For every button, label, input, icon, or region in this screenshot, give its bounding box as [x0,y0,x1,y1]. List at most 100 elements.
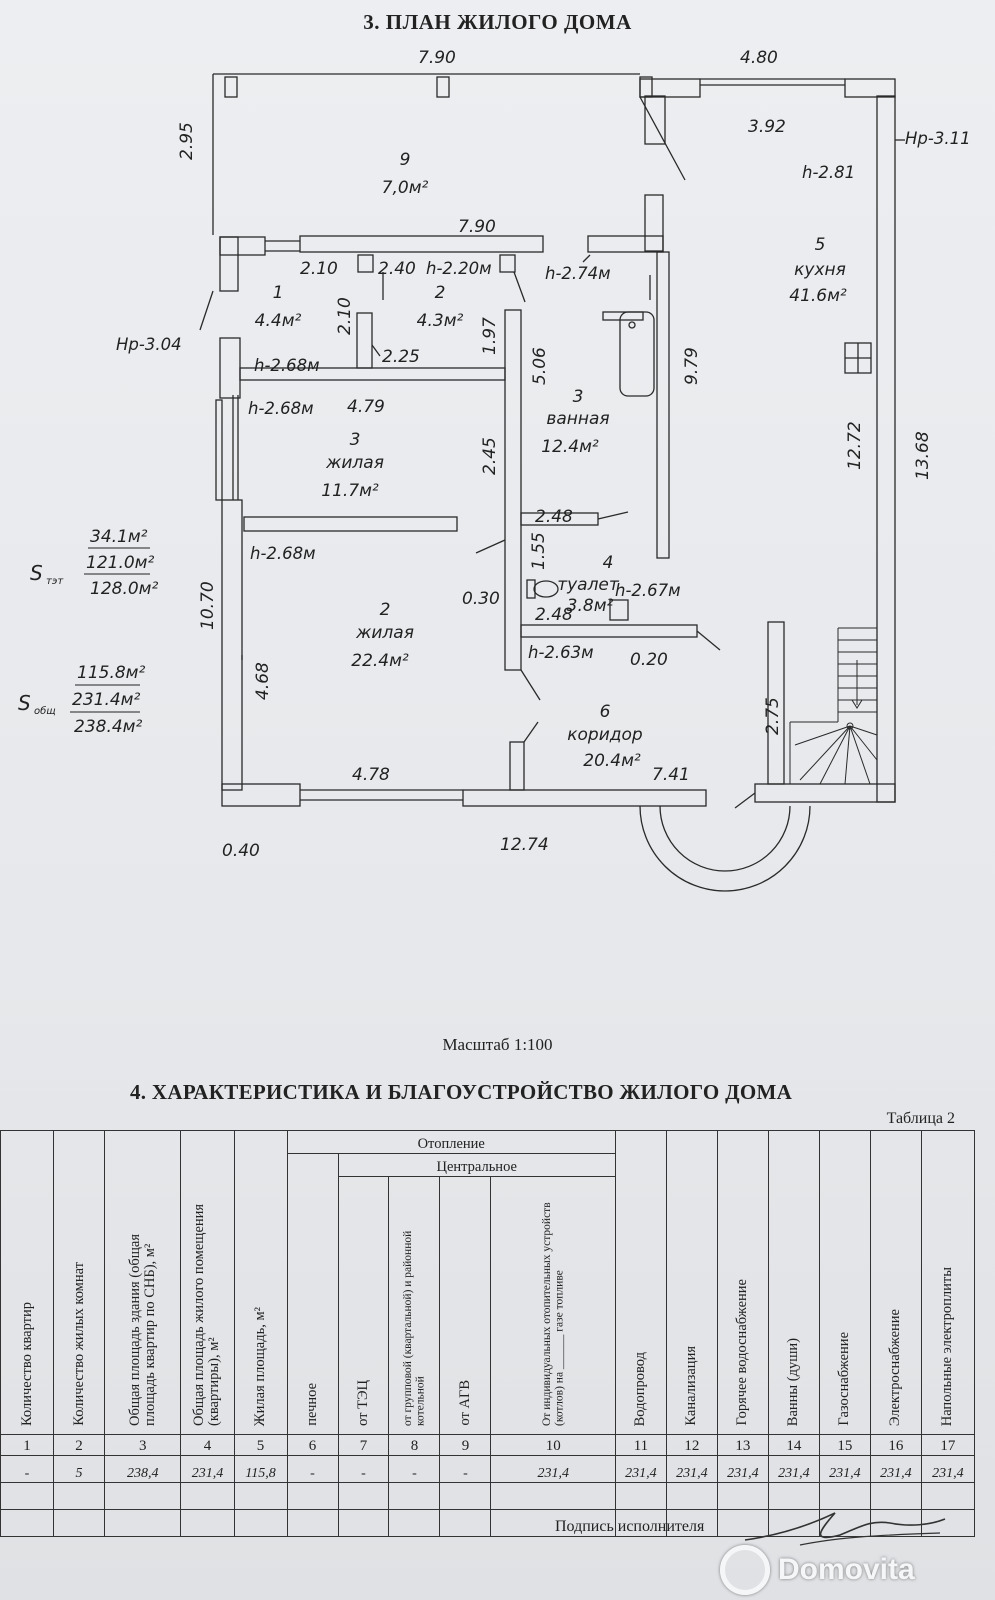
dim-text: 2.25 [382,347,420,367]
characteristics-table: Количество квартир Количество жилых комн… [0,1130,976,1537]
svg-text:238.4м²: 238.4м² [74,717,142,737]
col-header: Напольные электроплиты [939,1266,956,1426]
col-header: Общая площадь жилого помещения (квартиры… [191,1203,223,1426]
room-corridor: 6 коридор 20.4м² [567,702,643,771]
svg-text:жилая: жилая [355,623,414,643]
col-header: Количество квартир [18,1301,35,1426]
dim-text: 1.55 [529,532,549,570]
area-summary-obsh: S общ 115.8м² 231.4м² 238.4м² [18,663,145,737]
dim-text: 0.30 [462,589,500,609]
svg-text:кухня: кухня [794,260,846,280]
signature-scribble [744,1512,946,1546]
col-header: Горячее водоснабжение [734,1279,751,1426]
dim-text: 2.45 [480,437,500,475]
dim-text: 4.79 [347,397,385,417]
svg-text:41.6м²: 41.6м² [789,286,847,306]
height-label: h-2.20м [426,259,492,278]
col-header: Водопровод [632,1351,649,1426]
svg-text:общ: общ [34,705,56,717]
svg-text:22.4м²: 22.4м² [351,651,409,671]
svg-text:5: 5 [815,235,826,255]
plan-title: 3. ПЛАН ЖИЛОГО ДОМА [363,10,632,34]
svg-text:тэт: тэт [46,576,64,587]
col-header: от групповой (квартальной) и районной ко… [401,1230,427,1426]
dim-text: 0.20 [630,650,668,670]
dim-text: 4.80 [740,48,778,68]
height-label: h-2.63м [528,643,594,662]
dim-text: 5.06 [530,347,550,385]
dim-text: 12.72 [845,421,865,470]
section-title: 4. ХАРАКТЕРИСТИКА И БЛАГОУСТРОЙСТВО ЖИЛО… [130,1080,793,1104]
room-living-2: 2 жилая 22.4м² [351,600,414,671]
plan-scale: Масштаб 1:100 [442,1035,553,1054]
svg-text:34.1м²: 34.1м² [90,527,148,547]
dim-text: 4.68 [253,662,273,700]
height-label: Нр-3.04 [116,335,182,354]
col-header: Количество жилых комнат [70,1262,87,1426]
svg-text:115.8м²: 115.8м² [77,663,145,683]
dim-text: 2.75 [763,697,783,735]
watermark-logo-icon [720,1545,770,1595]
svg-text:6: 6 [600,702,611,722]
height-label: h-2.74м [545,264,611,283]
signature-label: Подпись исполнителя [555,1518,705,1535]
col-header: от ТЭЦ [354,1380,371,1426]
svg-text:коридор: коридор [567,725,643,745]
room-1: 1 4.4м² [255,283,302,331]
dim-text: 4.78 [352,765,390,785]
svg-text:S: S [30,561,43,585]
dim-text: 10.70 [198,581,218,630]
col-header: Электроснабжение [887,1308,904,1426]
svg-text:жилая: жилая [325,453,384,473]
room-living-3: 3 жилая 11.7м² [321,430,384,501]
col-header: от АГВ [456,1380,473,1426]
svg-text:2: 2 [435,283,446,303]
watermark: Domovita [720,1545,980,1595]
dim-text: 2.95 [177,122,197,160]
height-label: h-2.68м [248,399,314,418]
svg-text:11.7м²: 11.7м² [321,481,379,501]
group-heating: Отопление [286,1130,616,1154]
dim-text: 2.10 [300,259,338,279]
height-label: h-2.68м [254,356,320,375]
dim-text: 2.40 [378,259,416,279]
dim-text: 0.40 [222,841,260,861]
svg-text:1: 1 [273,283,284,303]
dim-text: 3.92 [748,117,786,137]
dim-text: 7.90 [418,48,456,68]
room-kitchen: 5 кухня 41.6м² [789,235,847,306]
svg-text:128.0м²: 128.0м² [90,579,158,599]
svg-text:3: 3 [573,387,584,407]
col-header: Общая площадь здания (общая площадь квар… [126,1233,158,1426]
svg-text:туалет: туалет [557,575,620,595]
svg-text:4: 4 [603,553,614,573]
watermark-text: Domovita [778,1553,915,1586]
height-label: h-2.67м [615,581,681,600]
table-label: Таблица 2 [886,1110,955,1127]
col-header: печное [304,1383,320,1426]
dim-text: 1.97 [480,317,500,355]
dim-text: 2.48 [535,507,573,527]
group-central: Центральное [337,1153,616,1177]
room-bathroom: 3 ванная 12.4м² [541,387,609,457]
room-9: 9 7,0м² [382,150,429,198]
floor-plan: 7.90 4.80 3.92 7.90 2.10 2.40 2.25 4.79 … [18,48,971,892]
svg-text:121.0м²: 121.0м² [86,553,154,573]
svg-text:4.3м²: 4.3м² [417,311,464,331]
col-header: Канализация [683,1346,700,1426]
col-header: От индивидуальных отопительных устройств… [540,1202,566,1426]
col-header: Жилая площадь, м² [252,1306,268,1426]
svg-text:2: 2 [380,600,391,620]
svg-text:ванная: ванная [546,409,609,429]
svg-text:7,0м²: 7,0м² [382,178,429,198]
dim-text: 7.90 [458,217,496,237]
svg-text:3.8м²: 3.8м² [567,596,614,616]
empty-row [0,1482,976,1510]
svg-text:S: S [18,691,31,715]
height-label: Нр-3.11 [905,129,971,148]
svg-text:12.4м²: 12.4м² [541,437,599,457]
dim-text: 12.74 [500,835,549,855]
